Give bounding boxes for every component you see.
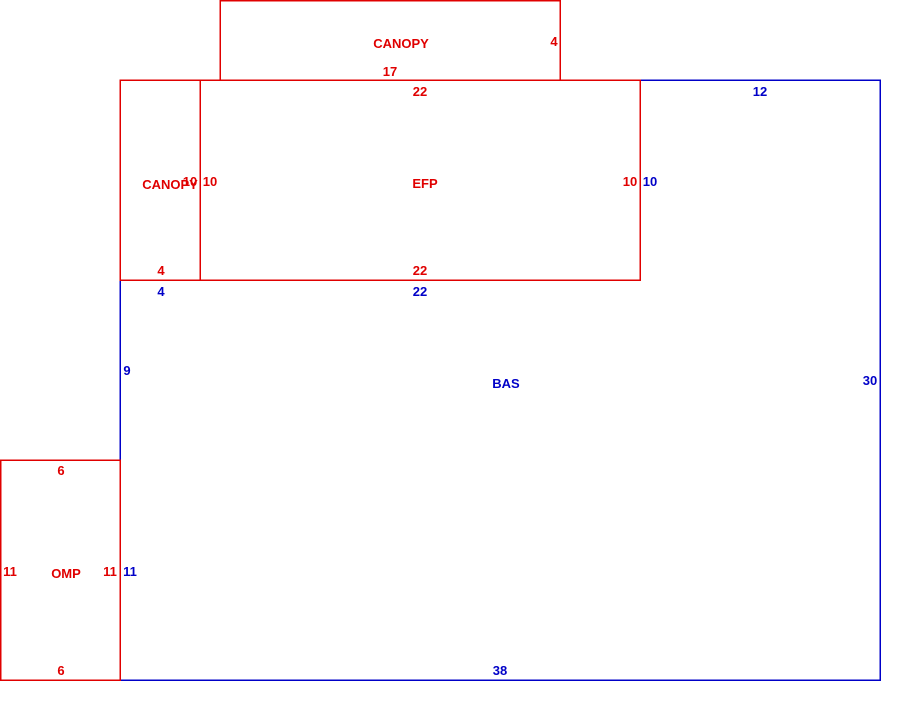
canopy-side-outline [119,79,201,281]
omp-dim-left: 11 [3,564,17,579]
omp-outline [0,459,121,681]
canopy-side-name: CANOPY [142,177,198,192]
bas-dim-efp-side: 10 [643,174,657,189]
bas-dim-left-lower: 11 [123,564,137,579]
bas-dim-top-right: 12 [753,84,767,99]
efp-name: EFP [412,176,438,191]
canopy-top-outline [219,0,561,81]
bas-dim-left-upper: 9 [123,363,130,378]
omp-dim-right: 11 [103,564,117,579]
bas-dim-right: 30 [863,373,877,388]
bas-name: BAS [492,376,520,391]
canopy-side-dim-right: 10 [183,174,197,189]
omp-dim-top: 6 [57,463,64,478]
omp-dim-bottom: 6 [57,663,64,678]
canopy-top-name: CANOPY [373,36,429,51]
canopy-top-dim-right: 4 [550,34,558,49]
efp-dim-left: 10 [203,174,217,189]
efp-dim-top: 22 [413,84,427,99]
efp-dim-bottom: 22 [413,263,427,278]
canopy-side-dim-bottom: 4 [157,263,165,278]
bas-dim-bottom: 38 [493,663,507,678]
bas-dim-corner-top: 4 [157,284,165,299]
canopy-top-dim-bottom: 17 [383,64,397,79]
omp-name: OMP [51,566,81,581]
bas-dim-top-left: 22 [413,284,427,299]
efp-dim-right: 10 [623,174,637,189]
